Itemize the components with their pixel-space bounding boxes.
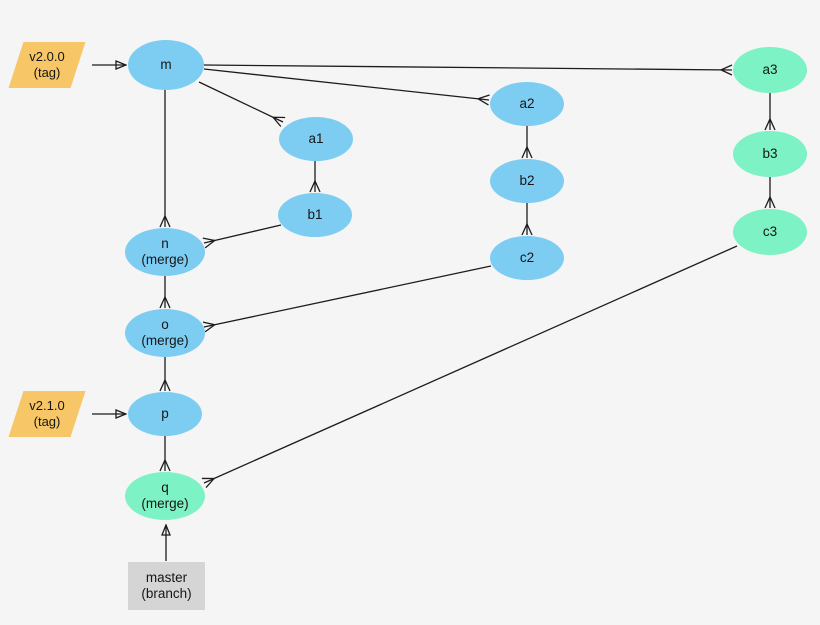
commit-node-a1: a1	[279, 117, 353, 161]
branch-node-master: master (branch)	[128, 562, 205, 610]
tag-node-v2-1-0: v2.1.0 (tag)	[8, 391, 86, 437]
commit-sublabel: (merge)	[141, 333, 189, 348]
edge-m-to-a2	[203, 68, 490, 106]
tag-node-v2-0-0: v2.0.0 (tag)	[8, 42, 86, 88]
commit-label: b3	[762, 146, 778, 161]
tag-sublabel: (tag)	[33, 414, 61, 429]
commit-label: a2	[519, 96, 535, 111]
commit-node-a3: a3	[733, 47, 807, 93]
commit-label: c2	[519, 250, 535, 265]
commit-label: b2	[519, 173, 535, 188]
commit-node-a2: a2	[490, 82, 564, 126]
tag-sublabel: (tag)	[33, 65, 61, 80]
edge-m-to-a3	[203, 64, 733, 76]
commit-node-m: m	[128, 40, 204, 90]
branch-sublabel: (branch)	[141, 586, 192, 601]
commit-node-b3: b3	[733, 131, 807, 177]
edge-b1-to-n	[202, 224, 282, 249]
commit-node-c3: c3	[733, 209, 807, 255]
edge-m-to-a1	[198, 81, 286, 127]
edge-c2-to-o	[202, 265, 492, 333]
commit-sublabel: (merge)	[141, 252, 189, 267]
commit-label: q	[161, 480, 169, 495]
edge-c3-to-q	[201, 245, 738, 489]
commit-node-c2: c2	[490, 236, 564, 280]
commit-node-n-merge: n (merge)	[125, 228, 205, 276]
commit-label: o	[161, 317, 169, 332]
commit-label: p	[161, 406, 169, 421]
commit-node-p: p	[128, 392, 202, 436]
commit-label: n	[161, 236, 169, 251]
branch-label: master	[145, 570, 188, 585]
commit-label: b1	[307, 207, 323, 222]
tag-label: v2.1.0	[29, 398, 65, 413]
commit-label: c3	[762, 224, 778, 239]
commit-label: a1	[308, 131, 324, 146]
commit-node-q-merge: q (merge)	[125, 472, 205, 520]
commit-node-b1: b1	[278, 193, 352, 237]
tag-label: v2.0.0	[29, 49, 65, 64]
commit-label: a3	[762, 62, 778, 77]
commit-label: m	[160, 57, 172, 72]
commit-node-o-merge: o (merge)	[125, 309, 205, 357]
commit-node-b2: b2	[490, 159, 564, 203]
commit-sublabel: (merge)	[141, 496, 189, 511]
